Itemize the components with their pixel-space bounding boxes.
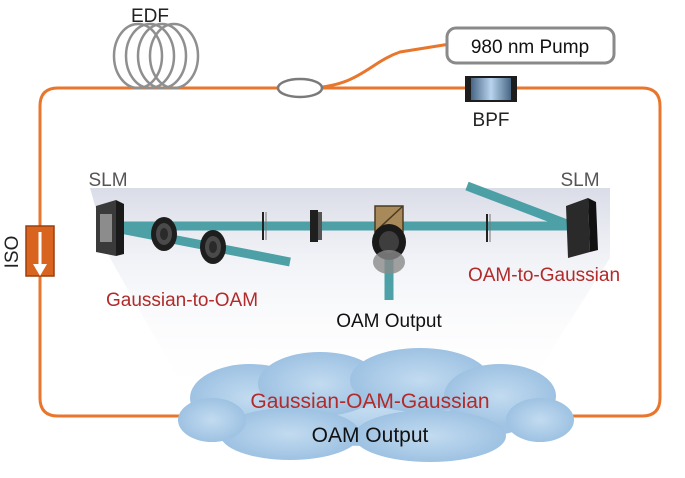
lens-mount-1 bbox=[151, 217, 177, 251]
bpf-label: BPF bbox=[473, 110, 510, 131]
edf-label: EDF bbox=[131, 6, 169, 27]
oam-to-gaussian-label: OAM-to-Gaussian bbox=[468, 265, 620, 286]
bpf-filter-icon bbox=[465, 76, 517, 102]
cloud-subtitle: OAM Output bbox=[312, 424, 429, 447]
bpf-edge-right bbox=[511, 77, 516, 101]
slm-left bbox=[96, 200, 124, 256]
output-lens bbox=[372, 224, 406, 274]
isolator-arrow-icon bbox=[33, 264, 47, 276]
slm-left-label: SLM bbox=[88, 170, 127, 191]
pump-fiber bbox=[309, 42, 451, 90]
aperture-mount bbox=[310, 210, 322, 242]
pump-label: 980 nm Pump bbox=[471, 37, 589, 58]
fiber-coupler bbox=[276, 77, 324, 99]
pump-box bbox=[445, 26, 616, 65]
edf-coil-icon bbox=[112, 22, 200, 90]
oam-output-label: OAM Output bbox=[336, 311, 442, 332]
thin-optic-1 bbox=[262, 212, 267, 240]
bpf-edge-left bbox=[466, 77, 471, 101]
gaussian-to-oam-label: Gaussian-to-OAM bbox=[106, 290, 258, 311]
iso-label: ISO bbox=[2, 236, 23, 269]
slm-right-label: SLM bbox=[560, 170, 599, 191]
lens-mount-2 bbox=[200, 230, 226, 264]
cloud-title: Gaussian-OAM-Gaussian bbox=[250, 390, 489, 413]
cloud-shape bbox=[178, 348, 574, 462]
thin-optic-2 bbox=[486, 214, 491, 242]
slm-right bbox=[566, 198, 598, 258]
